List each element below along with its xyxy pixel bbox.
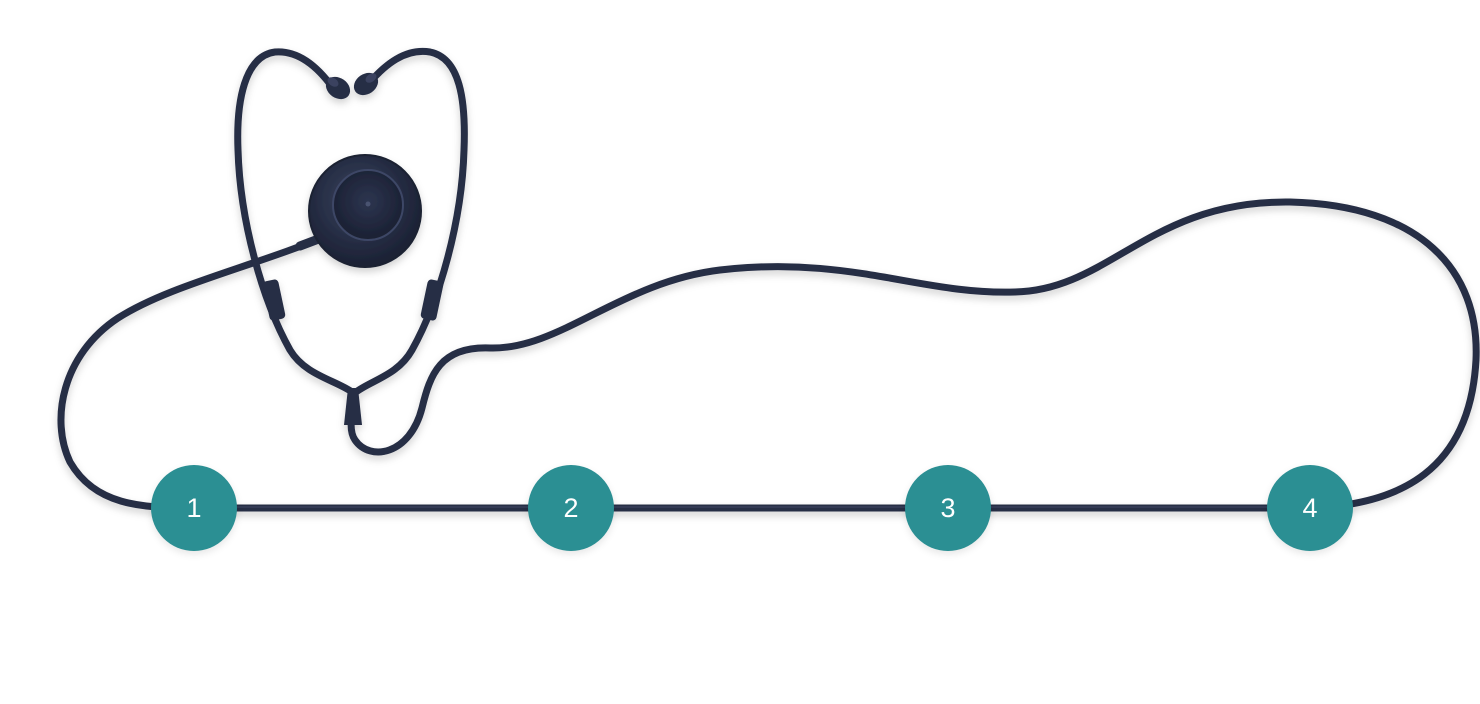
y-junction: [344, 388, 362, 425]
binaural-left-arm: [234, 48, 356, 396]
binaural-right-arm: [352, 47, 468, 396]
step-2-label: 2: [563, 492, 579, 523]
step-marker-3: 3: [905, 465, 991, 551]
step-marker-1: 1: [151, 465, 237, 551]
step-marker-4: 4: [1267, 465, 1353, 551]
step-3-label: 3: [940, 492, 956, 523]
tubing-main: [57, 198, 1480, 512]
step-1-label: 1: [186, 492, 202, 523]
chestpiece: [295, 154, 422, 268]
right-sleeve: [420, 279, 444, 321]
ear-tips: [325, 72, 379, 100]
step-4-label: 4: [1302, 492, 1318, 523]
step-marker-2: 2: [528, 465, 614, 551]
stethoscope-tubing: [57, 47, 1480, 512]
left-sleeve: [262, 279, 286, 321]
